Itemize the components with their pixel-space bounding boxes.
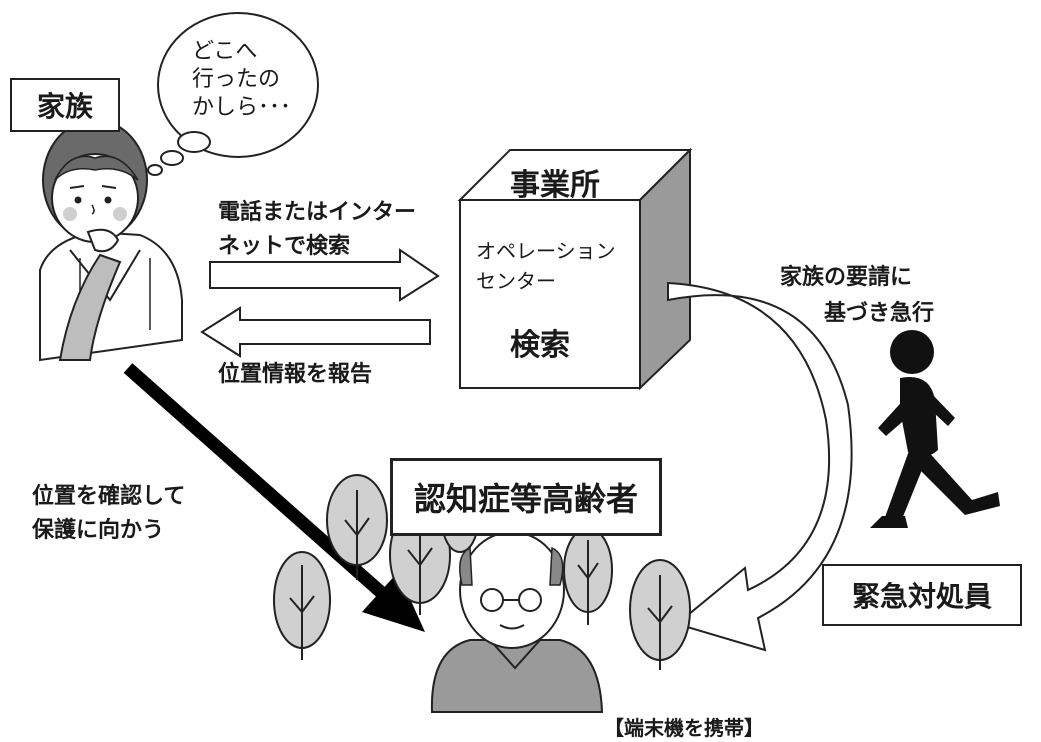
- operation-center-line-2: センター: [476, 269, 556, 293]
- device-label: 【端末機を携帯】: [604, 716, 764, 740]
- elder-label: 認知症等高齢者: [413, 480, 638, 518]
- office-search-label: 検索: [510, 328, 570, 363]
- office-title: 事業所: [510, 168, 600, 203]
- family-label-box: 家族: [10, 78, 120, 132]
- request-label: 電話またはインター ネットで検索: [218, 196, 416, 264]
- operation-center-line-1: オペレーション: [476, 239, 616, 263]
- tree-trunks: [289, 490, 673, 670]
- elder-label-box: 認知症等高齢者: [390, 458, 662, 536]
- rush-line-2: 基づき急行: [824, 301, 935, 326]
- dispatch-curved-arrow: [667, 281, 853, 652]
- report-arrow: [200, 306, 431, 358]
- thought-text: どこへ 行ったの かしら･･･: [192, 38, 291, 122]
- thought-line-1: どこへ: [192, 39, 258, 64]
- runner-figure: [870, 330, 1000, 528]
- rush-label: 家族の要請に 基づき急行: [780, 260, 934, 332]
- thought-line-3: かしら･･･: [192, 95, 292, 120]
- request-line-2: ネットで検索: [218, 234, 351, 259]
- request-line-1: 電話またはインター: [218, 200, 417, 225]
- office-cube: [457, 147, 693, 391]
- rush-line-1: 家族の要請に: [780, 265, 913, 290]
- protect-line-1: 位置を確認して: [32, 484, 186, 509]
- protect-label: 位置を確認して 保護に向かう: [32, 480, 185, 548]
- operation-center-label: オペレーション センター: [476, 236, 616, 296]
- protect-line-2: 保護に向かう: [32, 518, 165, 543]
- responder-label: 緊急対処員: [851, 580, 992, 613]
- thought-line-2: 行ったの: [192, 67, 281, 92]
- report-label: 位置情報を報告: [218, 362, 373, 387]
- responder-label-box: 緊急対処員: [822, 564, 1022, 626]
- family-woman-figure: [39, 119, 183, 362]
- family-label: 家族: [36, 90, 93, 123]
- request-arrow: [209, 248, 440, 302]
- thought-bubble: [147, 12, 319, 176]
- elder-figure: [430, 531, 604, 713]
